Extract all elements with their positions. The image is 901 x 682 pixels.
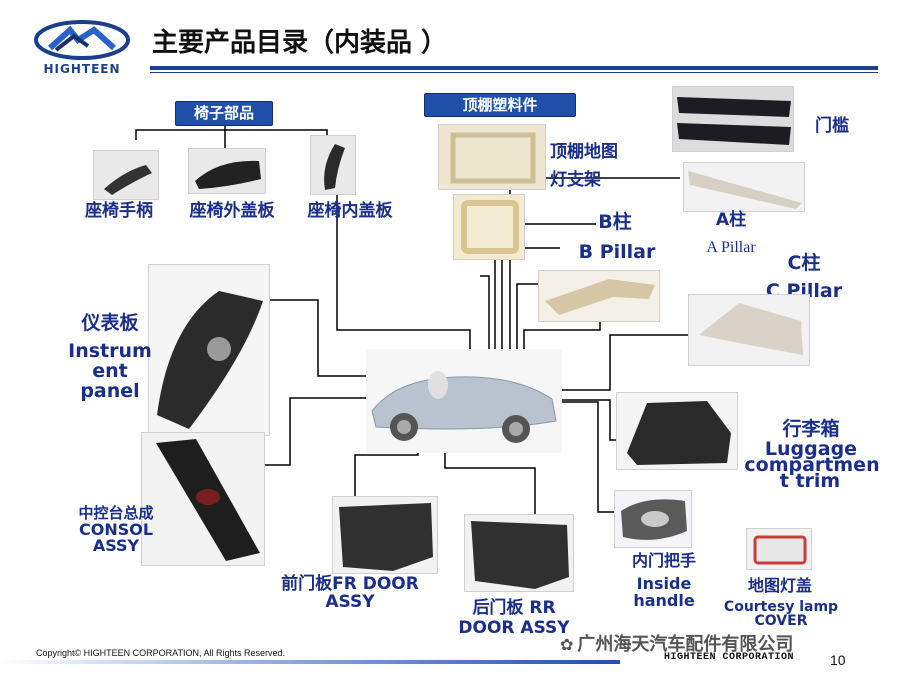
seat-outer-cover-image <box>188 148 266 194</box>
logo-text: HIGHTEEN <box>43 62 121 76</box>
front-door-label-1: 前门板FR DOOR <box>281 574 419 594</box>
seat-inner-cover-label: 座椅内盖板 <box>307 201 393 221</box>
seat-parts-tag: 椅子部品 <box>175 101 273 126</box>
instrument-panel-label-4: panel <box>80 380 140 402</box>
c-pillar-image <box>688 294 810 366</box>
wechat-watermark: ✿广州海天汽车配件有限公司 <box>560 630 793 656</box>
a-pillar-image <box>683 162 805 212</box>
watermark-text: 广州海天汽车配件有限公司 <box>577 634 794 655</box>
headliner-lamp-label-2: 灯支架 <box>550 170 601 190</box>
inside-handle-label-2: Inside <box>636 574 692 593</box>
header-rule-thin <box>150 72 878 73</box>
luggage-trim-label-3: compartmen <box>744 454 880 476</box>
rear-door-label-2: DOOR ASSY <box>458 618 570 638</box>
footer-bar <box>0 660 620 664</box>
b-pillar-image <box>538 270 660 322</box>
rear-door-label-1: 后门板 RR <box>472 598 556 618</box>
instrument-panel-image <box>148 264 270 436</box>
headliner-lamp-image-1 <box>438 124 546 190</box>
console-label-3: ASSY <box>92 536 140 555</box>
company-logo <box>22 18 142 78</box>
instrument-panel-label-1: 仪表板 <box>81 312 139 334</box>
header-rule-thick <box>150 66 878 70</box>
headliner-parts-tag: 顶棚塑料件 <box>424 93 576 117</box>
courtesy-lamp-image <box>746 528 812 570</box>
courtesy-lamp-label-2: Courtesy lamp <box>723 599 839 615</box>
page-number: 10 <box>830 652 846 668</box>
car-cutaway-image <box>366 349 562 453</box>
b-pillar-en-label: B Pillar <box>578 241 656 263</box>
courtesy-lamp-label-3: COVER <box>754 613 808 629</box>
front-door-label-2: ASSY <box>325 592 375 612</box>
rear-door-image <box>464 514 574 592</box>
courtesy-lamp-label-1: 地图灯盖 <box>747 576 812 595</box>
front-door-image <box>332 496 438 574</box>
a-pillar-cn-label: A柱 <box>715 210 747 230</box>
seat-handle-image <box>93 150 159 200</box>
inside-handle-image <box>614 490 692 548</box>
copyright-text: Copyright© HIGHTEEN CORPORATION, All Rig… <box>36 648 286 658</box>
instrument-panel-label-3: ent <box>92 360 128 382</box>
console-label-1: 中控台总成 <box>78 504 154 522</box>
door-sill-image <box>672 86 794 152</box>
footer-brand: HIGHTEEN CORPORATION <box>664 652 795 663</box>
seat-inner-cover-image <box>310 135 356 195</box>
luggage-trim-label-2: Luggage <box>764 438 858 460</box>
door-sill-label: 门槛 <box>815 116 849 136</box>
seat-outer-cover-label: 座椅外盖板 <box>189 201 275 221</box>
console-label-2: CONSOL <box>78 520 154 539</box>
luggage-trim-label-1: 行李箱 <box>782 418 840 440</box>
seat-handle-label: 座椅手柄 <box>85 201 153 221</box>
a-pillar-en-label: A Pillar <box>706 239 756 256</box>
headliner-lamp-label-1: 顶棚地图 <box>550 142 618 162</box>
wechat-icon: ✿ <box>560 635 574 654</box>
luggage-trim-label-4: t trim <box>779 470 841 492</box>
console-image <box>141 432 265 566</box>
headliner-lamp-image-2 <box>453 194 525 260</box>
c-pillar-cn-label: C柱 <box>787 252 821 274</box>
inside-handle-label-1: 内门把手 <box>631 551 696 570</box>
b-pillar-cn-label: B柱 <box>598 211 632 233</box>
page-title: 主要产品目录（内装品 ） <box>152 28 448 58</box>
inside-handle-label-3: handle <box>633 591 695 610</box>
instrument-panel-label-2: Instrum <box>68 340 152 362</box>
luggage-trim-image <box>616 392 738 470</box>
